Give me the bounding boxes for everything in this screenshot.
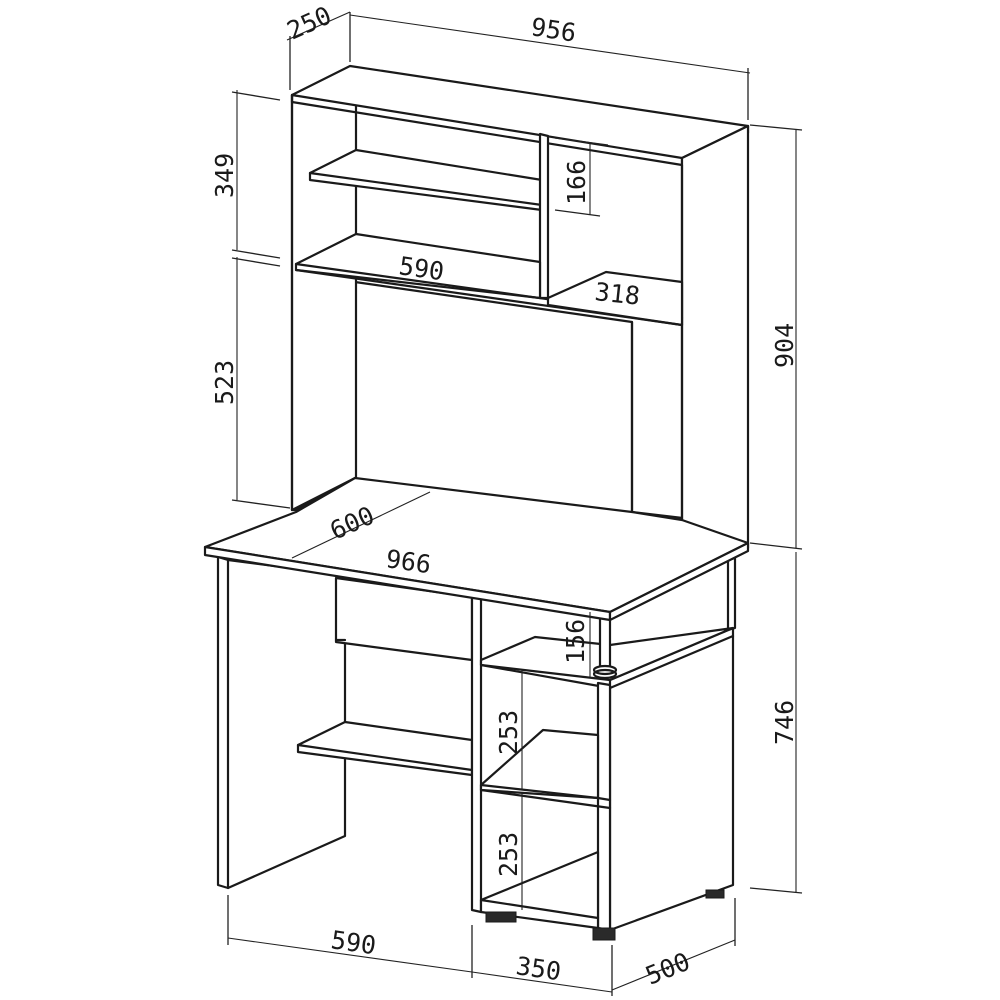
dim-lower-shelf-height-a: 253: [494, 710, 523, 755]
dim-pedestal-width: 350: [514, 951, 563, 986]
dim-small-shelf-height: 166: [562, 160, 591, 205]
foot-back-right: [705, 889, 725, 899]
dim-compartment-width: 318: [593, 277, 641, 311]
dim-inner-shelf-width: 590: [397, 251, 446, 286]
desk-top-side-edge: [608, 541, 750, 622]
dim-top-depth: 250: [283, 1, 336, 46]
dim-upper-shelf-height: 349: [210, 153, 239, 198]
dim-knee-width: 590: [329, 925, 378, 960]
dim-desk-height: 746: [770, 700, 799, 745]
desk: [203, 476, 750, 941]
dim-lower-shelf-height-b: 253: [494, 832, 523, 877]
foot-front-left: [485, 911, 517, 923]
dim-top-width: 956: [529, 12, 578, 47]
dim-pedestal-top-height: 156: [561, 619, 590, 664]
hutch-right-panel: [680, 124, 750, 570]
dim-pedestal-depth: 500: [641, 947, 694, 991]
desk-left-leg: [216, 555, 347, 890]
foot-front-right: [592, 927, 616, 941]
pedestal-back-post: [726, 556, 737, 632]
dimension-lines: [227, 11, 803, 996]
hutch: [290, 64, 750, 570]
dimension-labels: 250 956 349 166 590 318 523 904 600 966 …: [210, 1, 799, 991]
hutch-divider: [538, 132, 550, 300]
pedestal-left-panel: [470, 595, 483, 914]
dim-hutch-opening-height: 523: [210, 360, 239, 405]
hutch-compartment-shelf: [546, 270, 684, 327]
dim-desk-width: 966: [384, 544, 433, 579]
dim-total-hutch-height: 904: [770, 323, 799, 368]
